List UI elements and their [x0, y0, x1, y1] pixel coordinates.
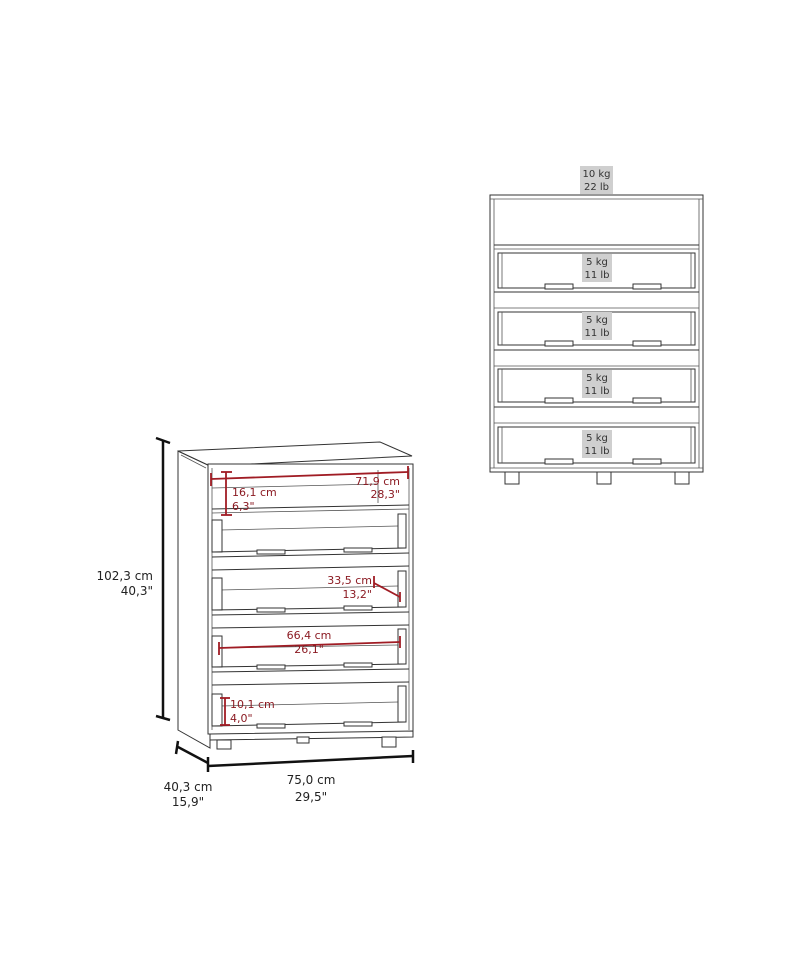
front-drawer-3: 5 kg 11 lb — [497, 368, 696, 404]
svg-text:33,5 cm: 33,5 cm — [327, 574, 372, 587]
svg-text:11 lb: 11 lb — [584, 446, 609, 457]
foot-center — [596, 471, 612, 485]
top-load-kg: 10 kg — [582, 169, 610, 180]
svg-text:10,1 cm: 10,1 cm — [230, 698, 275, 711]
depth-cm: 40,3 cm — [164, 780, 213, 794]
svg-text:13,2": 13,2" — [342, 588, 372, 601]
front-view-load-capacity: 10 kg 22 lb 5 kg 11 lb — [489, 166, 704, 485]
overall-dim-depth: 40,3 cm 15,9" — [164, 740, 213, 809]
interior-dim-top-height: 16,1 cm 6,3" — [221, 471, 277, 516]
svg-text:28,3": 28,3" — [370, 488, 400, 501]
svg-text:5 kg: 5 kg — [586, 315, 608, 326]
front-drawer-2: 5 kg 11 lb — [497, 311, 696, 347]
foot-left — [504, 471, 520, 485]
top-load-badge — [580, 166, 613, 194]
overall-dim-height: 102,3 cm 40,3" — [97, 436, 171, 722]
height-cm: 102,3 cm — [97, 569, 153, 583]
depth-in: 15,9" — [172, 795, 204, 809]
interior-dim-drawer-depth: 33,5 cm 13,2" — [327, 574, 401, 602]
svg-text:71,9 cm: 71,9 cm — [355, 475, 400, 488]
width-cm: 75,0 cm — [287, 773, 336, 787]
svg-text:11 lb: 11 lb — [584, 270, 609, 281]
interior-dim-drawer-width: 66,4 cm 26,1" — [218, 629, 401, 656]
front-drawer-1: 5 kg 11 lb — [497, 252, 696, 290]
front-drawer-4: 5 kg 11 lb — [497, 426, 696, 465]
interior-dim-drawer-height: 10,1 cm 4,0" — [220, 697, 275, 726]
svg-text:5 kg: 5 kg — [586, 257, 608, 268]
overall-dim-width: 75,0 cm 29,5" — [207, 750, 415, 804]
perspective-view-dimensions: 71,9 cm 28,3" 16,1 cm 6,3" 33,5 cm 13,2"… — [97, 436, 415, 809]
perspective-drawer-1 — [211, 513, 410, 558]
width-in: 29,5" — [295, 790, 327, 804]
svg-text:11 lb: 11 lb — [584, 386, 609, 397]
svg-text:5 kg: 5 kg — [586, 373, 608, 384]
foot-right — [674, 471, 690, 485]
height-in: 40,3" — [121, 584, 153, 598]
svg-text:5 kg: 5 kg — [586, 433, 608, 444]
perspective-drawer-4 — [211, 681, 410, 729]
svg-text:11 lb: 11 lb — [584, 328, 609, 339]
svg-text:16,1 cm: 16,1 cm — [232, 486, 277, 499]
svg-text:26,1": 26,1" — [294, 643, 324, 656]
interior-dim-top-width: 71,9 cm 28,3" — [210, 466, 409, 501]
svg-text:6,3": 6,3" — [232, 500, 255, 513]
top-load-lb: 22 lb — [584, 182, 609, 193]
svg-text:4,0": 4,0" — [230, 712, 253, 725]
svg-text:66,4 cm: 66,4 cm — [287, 629, 332, 642]
